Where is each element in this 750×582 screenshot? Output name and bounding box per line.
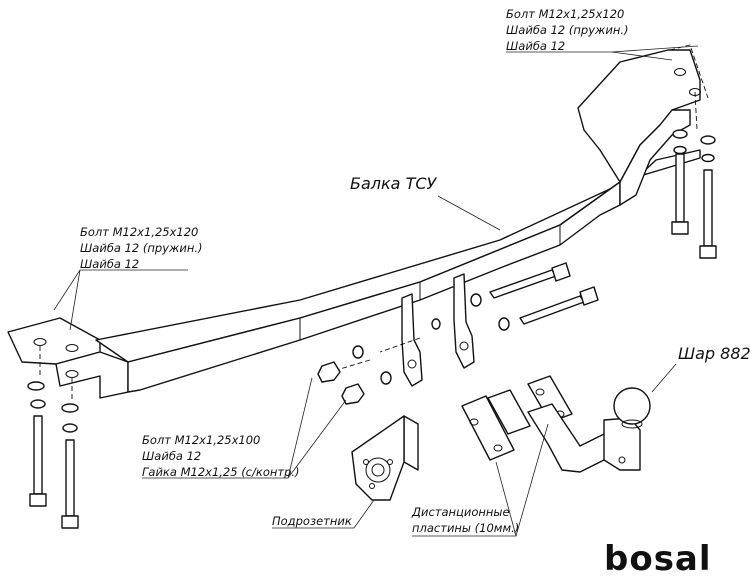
label-socket-bracket: Подрозетник bbox=[272, 499, 375, 529]
tow-ball bbox=[527, 387, 651, 473]
label-ball: Шар 8828 bbox=[651, 344, 750, 393]
right-bolts bbox=[671, 129, 717, 259]
label-top-right-bolt-line1: Болт М12х1,25х120 bbox=[506, 7, 624, 21]
label-top-right-bolt-line2: Шайба 12 (пружин.) bbox=[506, 23, 629, 37]
label-center-bolt-line1: Болт М12х1,25х100 bbox=[142, 433, 260, 447]
label-socket-bracket-text: Подрозетник bbox=[272, 514, 352, 528]
label-left-bolt: Болт М12х1,25х120 Шайба 12 (пружин.) Шай… bbox=[53, 225, 203, 331]
label-left-bolt-line1: Болт М12х1,25х120 bbox=[80, 225, 198, 239]
label-spacers-line2: пластины (10мм.) bbox=[412, 521, 519, 535]
socket-bracket bbox=[351, 415, 419, 501]
ball-mount-brackets bbox=[329, 273, 475, 387]
label-beam: Балка ТСУ bbox=[350, 174, 501, 231]
center-bolts bbox=[317, 262, 599, 405]
bosal-logo: bosal bbox=[604, 539, 712, 579]
left-bolts bbox=[27, 346, 79, 529]
label-top-right-bolt-line3: Шайба 12 bbox=[506, 39, 565, 53]
label-left-bolt-line3: Шайба 12 bbox=[80, 257, 139, 271]
label-top-right-bolt: Болт М12х1,25х120 Шайба 12 (пружин.) Шай… bbox=[506, 7, 699, 61]
label-center-bolt: Болт М12х1,25х100 Шайба 12 Гайка М12х1,2… bbox=[142, 377, 347, 479]
label-center-bolt-line3: Гайка М12х1,25 (с/контр.) bbox=[142, 465, 300, 479]
towbar-beam bbox=[7, 44, 709, 399]
label-spacers: Дистанционные пластины (10мм.) bbox=[411, 423, 549, 537]
label-ball-text: Шар 8828 bbox=[678, 344, 750, 363]
label-beam-text: Балка ТСУ bbox=[350, 174, 438, 193]
label-center-bolt-line2: Шайба 12 bbox=[142, 449, 201, 463]
label-left-bolt-line2: Шайба 12 (пружин.) bbox=[80, 241, 203, 255]
bosal-logo-text: bosal bbox=[604, 539, 712, 579]
label-spacers-line1: Дистанционные bbox=[411, 505, 510, 519]
